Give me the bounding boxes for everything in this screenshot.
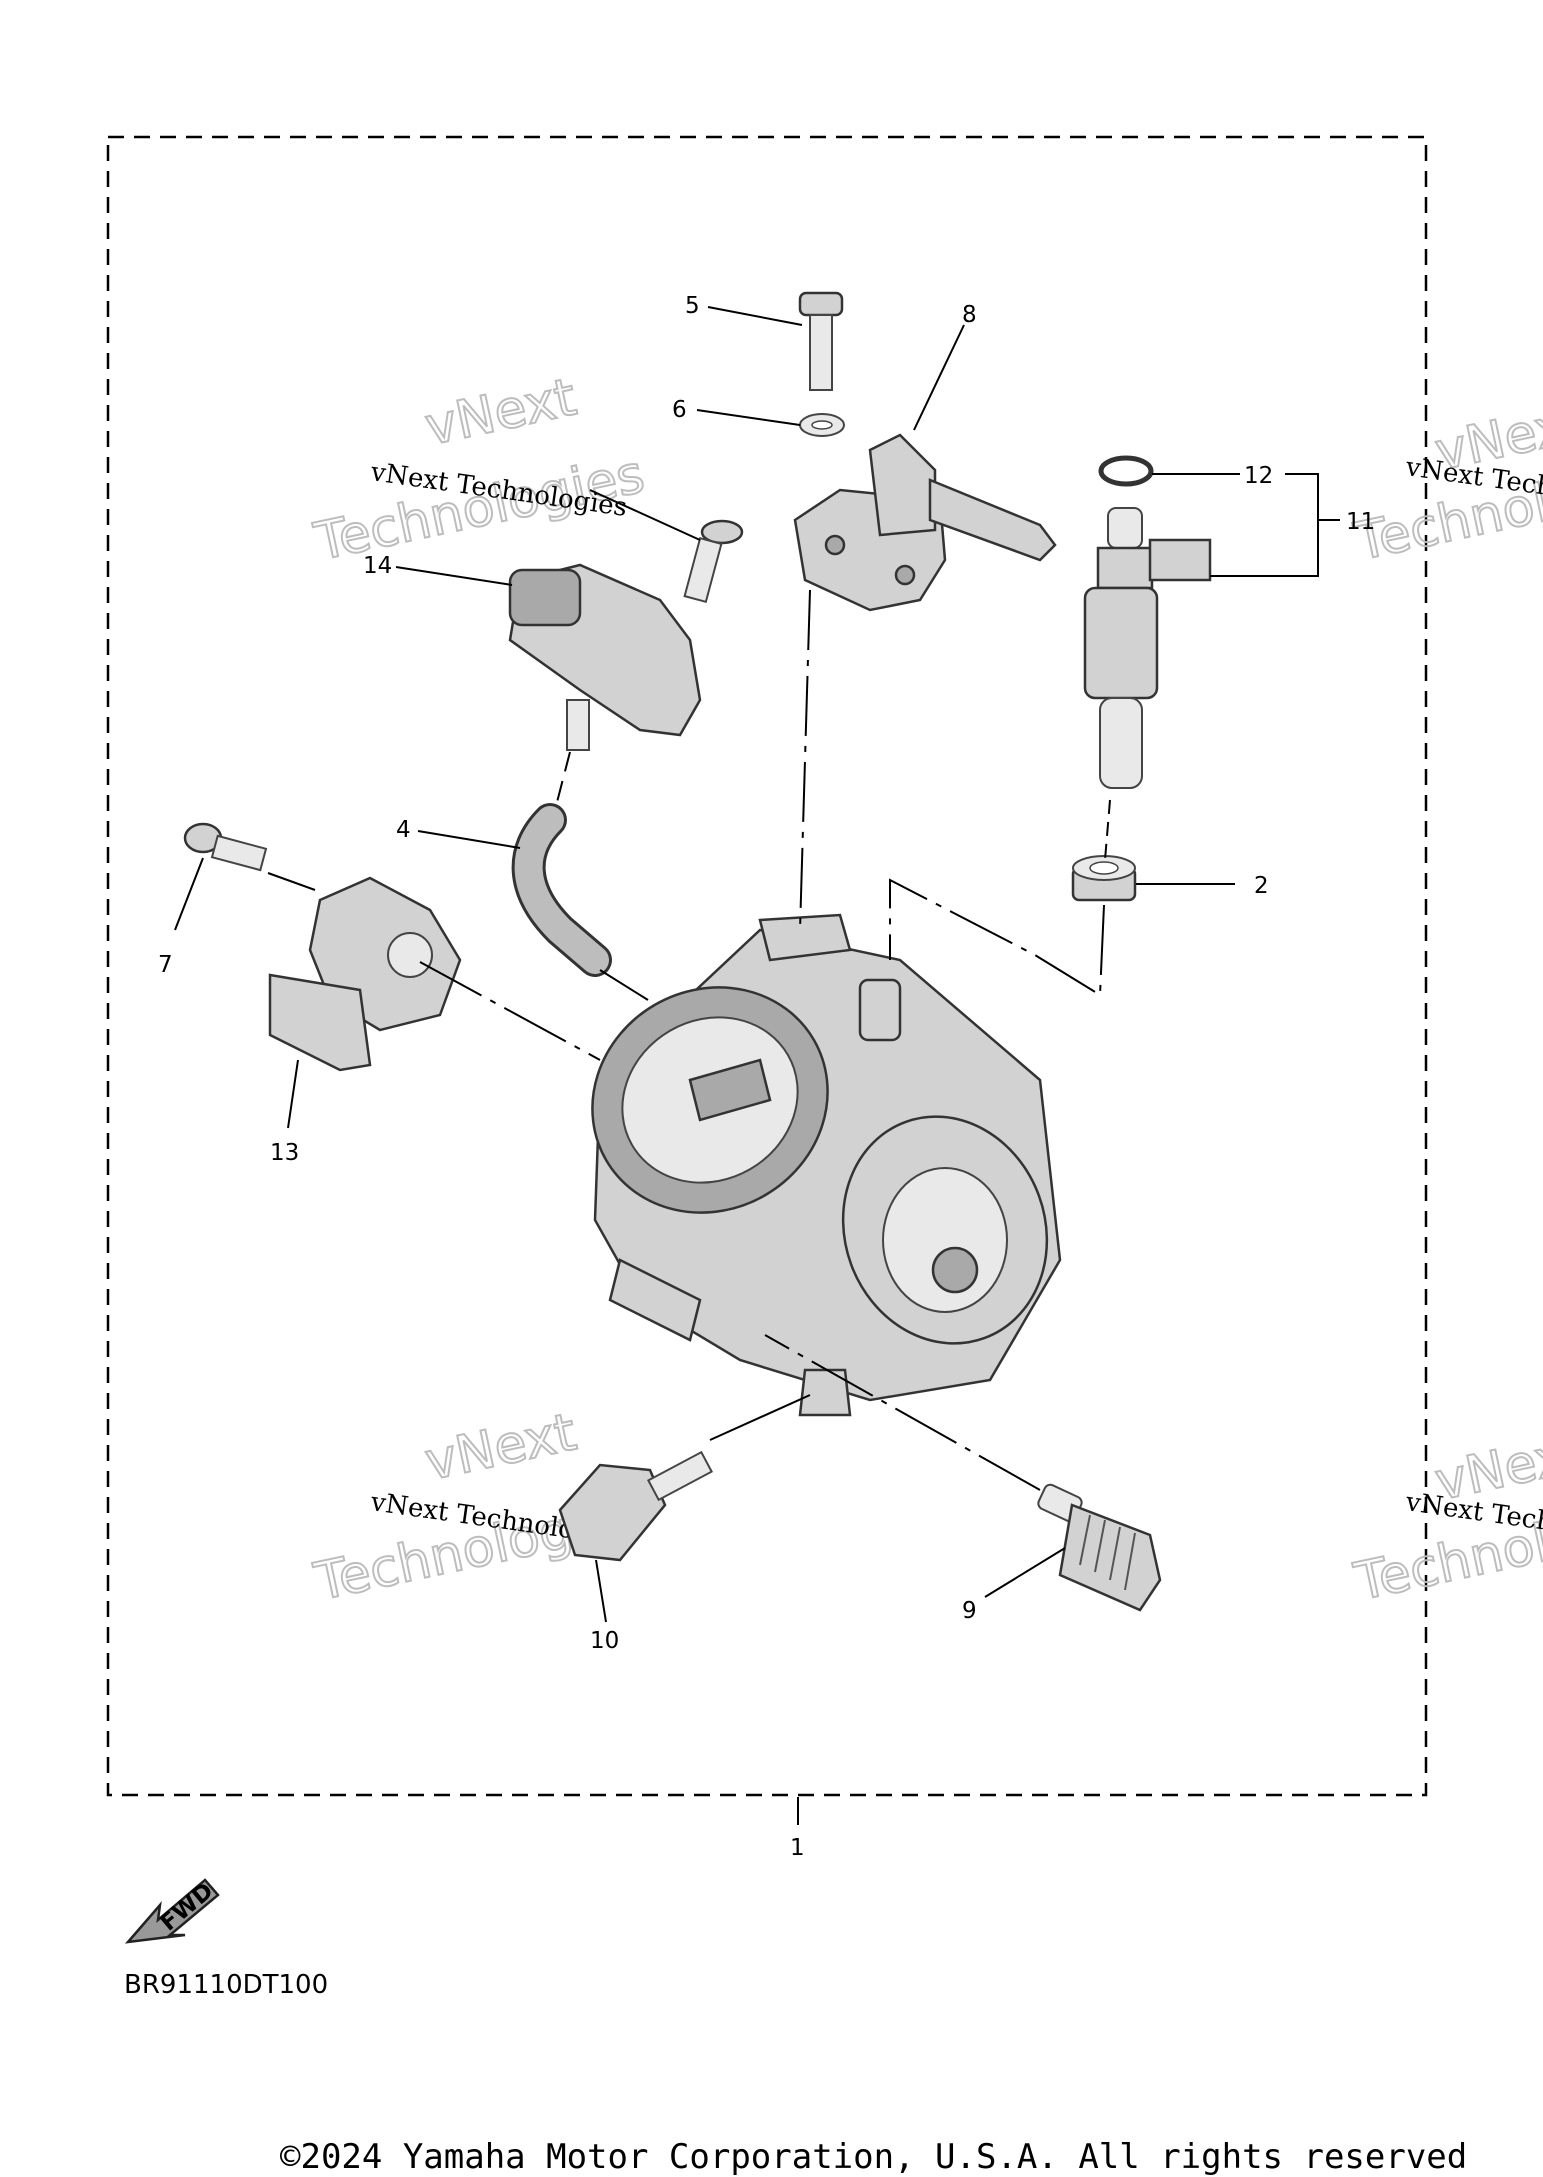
fuel-joint-part-8 bbox=[793, 433, 1057, 612]
leader-lines bbox=[174, 306, 1340, 1825]
callout-9: 9 bbox=[962, 1598, 977, 1624]
callout-14: 14 bbox=[363, 553, 392, 579]
bolt-part-5 bbox=[798, 291, 844, 391]
throttle-body bbox=[591, 913, 1062, 1417]
callout-2: 2 bbox=[1254, 873, 1269, 899]
spacer-part-2 bbox=[1071, 855, 1137, 902]
temperature-sensor-part-10 bbox=[558, 1450, 714, 1562]
screw-part-9 bbox=[1037, 1483, 1162, 1612]
hose-part-4 bbox=[511, 803, 612, 977]
callout-12: 12 bbox=[1244, 463, 1273, 489]
callout-5: 5 bbox=[685, 293, 700, 319]
svg-text:FWD: FWD bbox=[156, 1878, 219, 1937]
assembly-boundary bbox=[106, 135, 1428, 1797]
callout-13: 13 bbox=[270, 1140, 299, 1166]
callout-8: 8 bbox=[962, 302, 977, 328]
fwd-arrow-icon: FWD bbox=[124, 1878, 220, 1944]
copyright-notice: ©2024 Yamaha Motor Corporation, U.S.A. A… bbox=[280, 2137, 1468, 2177]
o-ring-part-12 bbox=[1098, 455, 1154, 487]
screw-part-7 bbox=[183, 822, 268, 872]
callout-10: 10 bbox=[590, 1628, 619, 1654]
callout-1: 1 bbox=[790, 1835, 805, 1861]
callout-7: 7 bbox=[158, 952, 173, 978]
svg-text:vNext: vNext bbox=[420, 367, 581, 457]
fuel-injector-part-11 bbox=[1083, 507, 1212, 789]
pressure-sensor-part-14 bbox=[508, 563, 702, 751]
callout-11: 11 bbox=[1346, 509, 1375, 535]
throttle-sensor-part-13 bbox=[268, 876, 462, 1072]
callout-4: 4 bbox=[396, 817, 411, 843]
washer-part-6 bbox=[799, 413, 845, 437]
svg-text:vNext: vNext bbox=[420, 1402, 581, 1492]
callout-6: 6 bbox=[672, 397, 687, 423]
screw-near-sensor bbox=[683, 519, 744, 604]
callouts: 1 2 4 5 6 7 8 9 10 11 12 13 14 bbox=[158, 293, 1375, 1861]
diagram-code: BR91110DT100 bbox=[124, 1970, 329, 2000]
